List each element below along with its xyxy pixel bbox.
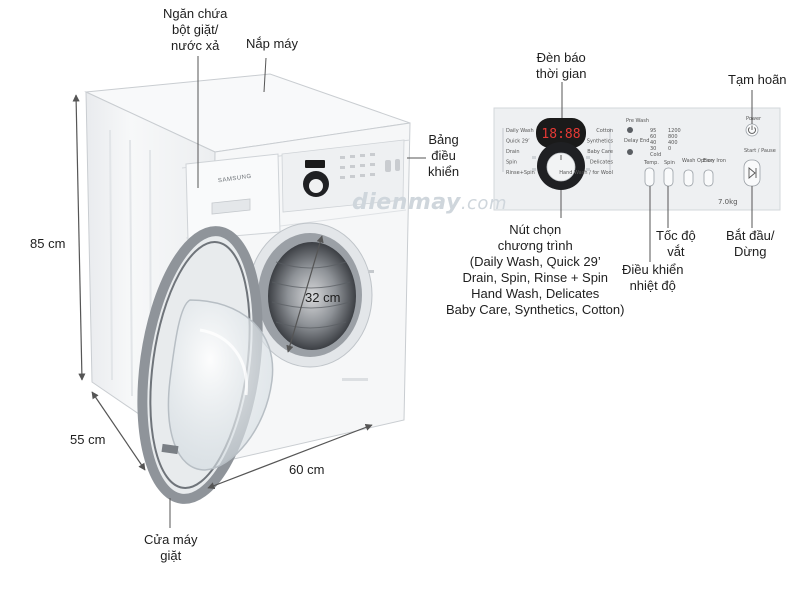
width-dimension-label: 60 cm: [289, 462, 325, 477]
temp-button[interactable]: [644, 167, 655, 187]
spin-button[interactable]: [663, 167, 674, 187]
time-display-label: Đèn báo thời gian: [536, 50, 587, 81]
time-display: [536, 118, 586, 148]
time-display-digits: 18:88: [541, 127, 580, 142]
width-dimension-line: [207, 423, 373, 490]
start-pause-label: Start / Pause: [744, 148, 776, 154]
delay-end-button[interactable]: [627, 149, 633, 155]
spin-value: 1200: [668, 128, 681, 134]
program-label-right: Cotton: [596, 128, 613, 134]
easy-iron-button[interactable]: [703, 169, 714, 187]
easy-iron-label: Easy Iron: [703, 158, 726, 164]
temp-value: 95: [650, 128, 656, 134]
spin-value: 0: [668, 146, 671, 152]
control-panel-label: Bảng điều khiển: [428, 132, 460, 179]
power-label: Power: [746, 116, 762, 122]
height-dimension-line: [72, 94, 86, 381]
spin-value: 400: [668, 140, 678, 146]
depth-dimension-label: 55 cm: [70, 432, 106, 447]
program-label-right: Baby Care: [587, 149, 613, 155]
power-icon: [748, 125, 756, 134]
play-pause-icon: [748, 167, 757, 179]
start-pause-button[interactable]: [743, 159, 761, 187]
height-dimension-label: 85 cm: [30, 236, 66, 251]
top-cover-leader: [263, 57, 267, 93]
depth-dimension-line: [91, 391, 146, 471]
program-label-left: Quick 29’: [506, 139, 530, 145]
prewash-button[interactable]: [627, 127, 633, 133]
watermark: dienmay.com: [352, 190, 507, 215]
prewash-label: Pre Wash: [626, 118, 649, 124]
program-label-left: Drain: [506, 149, 520, 155]
program-label-left: Spin: [506, 160, 517, 166]
door-label: Cửa máy giặt: [144, 532, 198, 563]
temp-value: 40: [650, 140, 656, 146]
program-label-left: Rinse+Spin: [506, 170, 535, 176]
temperature-label: Điều khiển nhiệt độ: [622, 262, 684, 293]
temp-value: 60: [650, 134, 656, 140]
top-cover-label: Nắp máy: [246, 36, 299, 51]
spin-value: 800: [668, 134, 678, 140]
program-label-right: Synthetics: [587, 139, 614, 145]
program-label-right: Hand Wash / for Wool: [559, 170, 613, 176]
door-dimension-label: 32 cm: [305, 290, 341, 305]
pause-label: Tạm hoãn: [728, 72, 787, 87]
program-label-right: Delicates: [590, 160, 614, 166]
spin-speed-label: Tốc độ vắt: [656, 228, 696, 259]
program-knob-label: Nút chọn chương trình (Daily Wash, Quick…: [446, 222, 625, 317]
spin-button-label: Spin: [664, 160, 675, 166]
wash-option-label: Wash Option: [682, 158, 714, 164]
panel-capacity: 7.0kg: [718, 198, 738, 206]
start-stop-label: Bắt đầu/ Dừng: [726, 228, 775, 259]
drawer-handle: [211, 198, 251, 215]
temp-button-label: Temp.: [643, 160, 659, 166]
door-dimension-line: [286, 235, 324, 353]
program-label-left: Daily Wash: [506, 128, 534, 134]
detergent-drawer-label: Ngăn chứa bột giặt/ nước xả: [163, 6, 228, 53]
wash-option-button[interactable]: [683, 169, 694, 187]
temp-value: 30: [650, 146, 656, 152]
delay-end-label: Delay End: [624, 138, 649, 144]
temp-value: Cold: [650, 152, 661, 158]
